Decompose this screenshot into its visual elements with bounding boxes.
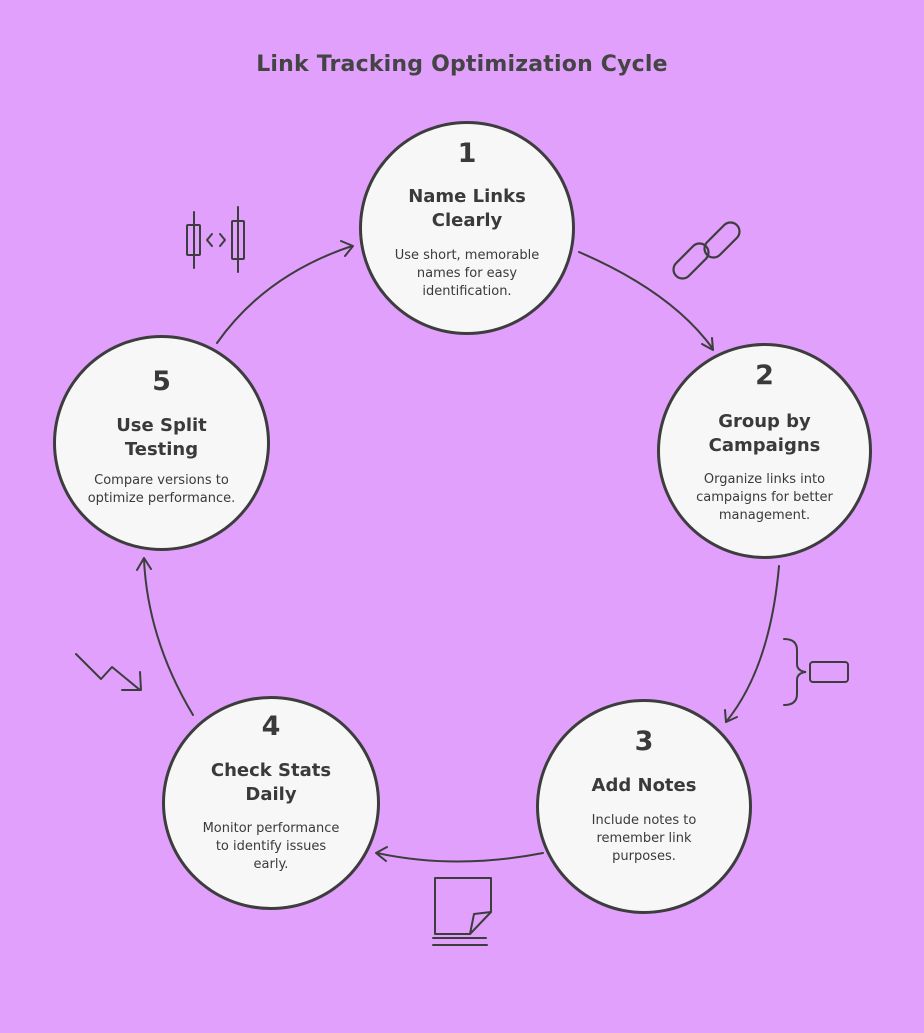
- step-description-line: Include notes to: [591, 813, 697, 828]
- step-heading-line: Clearly: [431, 210, 503, 231]
- arrow-head-3-to-4: [375, 846, 388, 862]
- step-description-line: early.: [253, 857, 289, 872]
- step-description-line: Monitor performance: [202, 821, 340, 836]
- step-5-circle: 5 Use Split Testing Compare versions to …: [53, 335, 270, 551]
- step-heading-line: Group by: [718, 411, 811, 432]
- step-heading-line: Testing: [124, 439, 199, 460]
- step-description-line: optimize performance.: [87, 491, 236, 506]
- arrow-1-to-2: [578, 251, 714, 350]
- step-number: 4: [261, 711, 281, 742]
- arrow-head-1-to-2: [701, 337, 714, 351]
- step-number: 2: [755, 360, 774, 391]
- step-description-line: remember link: [596, 831, 692, 846]
- step-heading-line: Name Links: [408, 186, 526, 207]
- step-description-line: campaigns for better: [696, 490, 833, 505]
- step-description-line: names for easy: [416, 266, 518, 281]
- arrow-head-4-to-5: [136, 557, 152, 571]
- step-description-line: to identify issues: [215, 839, 327, 854]
- step-3-circle: 3 Add Notes Include notes to remember li…: [536, 699, 752, 914]
- arrow-head-5-to-1: [340, 240, 354, 257]
- diagram-title: Link Tracking Optimization Cycle: [256, 52, 668, 77]
- split-compare-icon: [186, 206, 245, 273]
- step-description-line: identification.: [422, 284, 512, 299]
- step-heading-line: Add Notes: [591, 775, 697, 796]
- step-description-line: purposes.: [612, 849, 676, 864]
- trend-down-arrow-icon: [75, 653, 142, 691]
- step-2-circle: 2 Group by Campaigns Organize links into…: [657, 343, 872, 559]
- step-heading-line: Campaigns: [708, 435, 821, 456]
- link-chain-icon: [672, 221, 741, 280]
- arrow-4-to-5: [143, 559, 194, 716]
- step-number: 5: [152, 366, 171, 397]
- step-number: 3: [634, 726, 654, 757]
- step-1-circle: 1 Name Links Clearly Use short, memorabl…: [359, 121, 575, 335]
- step-number: 1: [457, 138, 477, 169]
- arrow-head-2-to-3: [724, 709, 738, 723]
- step-heading-line: Use Split: [116, 415, 207, 436]
- step-4-circle: 4 Check Stats Daily Monitor performance …: [162, 696, 380, 910]
- step-heading-line: Daily: [245, 784, 297, 805]
- arrow-5-to-1: [216, 245, 353, 344]
- step-description-line: Compare versions to: [94, 473, 229, 488]
- brace-group-icon: [783, 638, 849, 706]
- step-description-line: Use short, memorable: [394, 248, 540, 263]
- arrow-2-to-3: [725, 565, 780, 723]
- step-description-line: Organize links into: [703, 472, 826, 487]
- step-description-line: management.: [718, 508, 811, 523]
- sticky-note-icon: [432, 877, 492, 946]
- arrow-3-to-4: [376, 852, 544, 863]
- step-heading-line: Check Stats: [210, 760, 332, 781]
